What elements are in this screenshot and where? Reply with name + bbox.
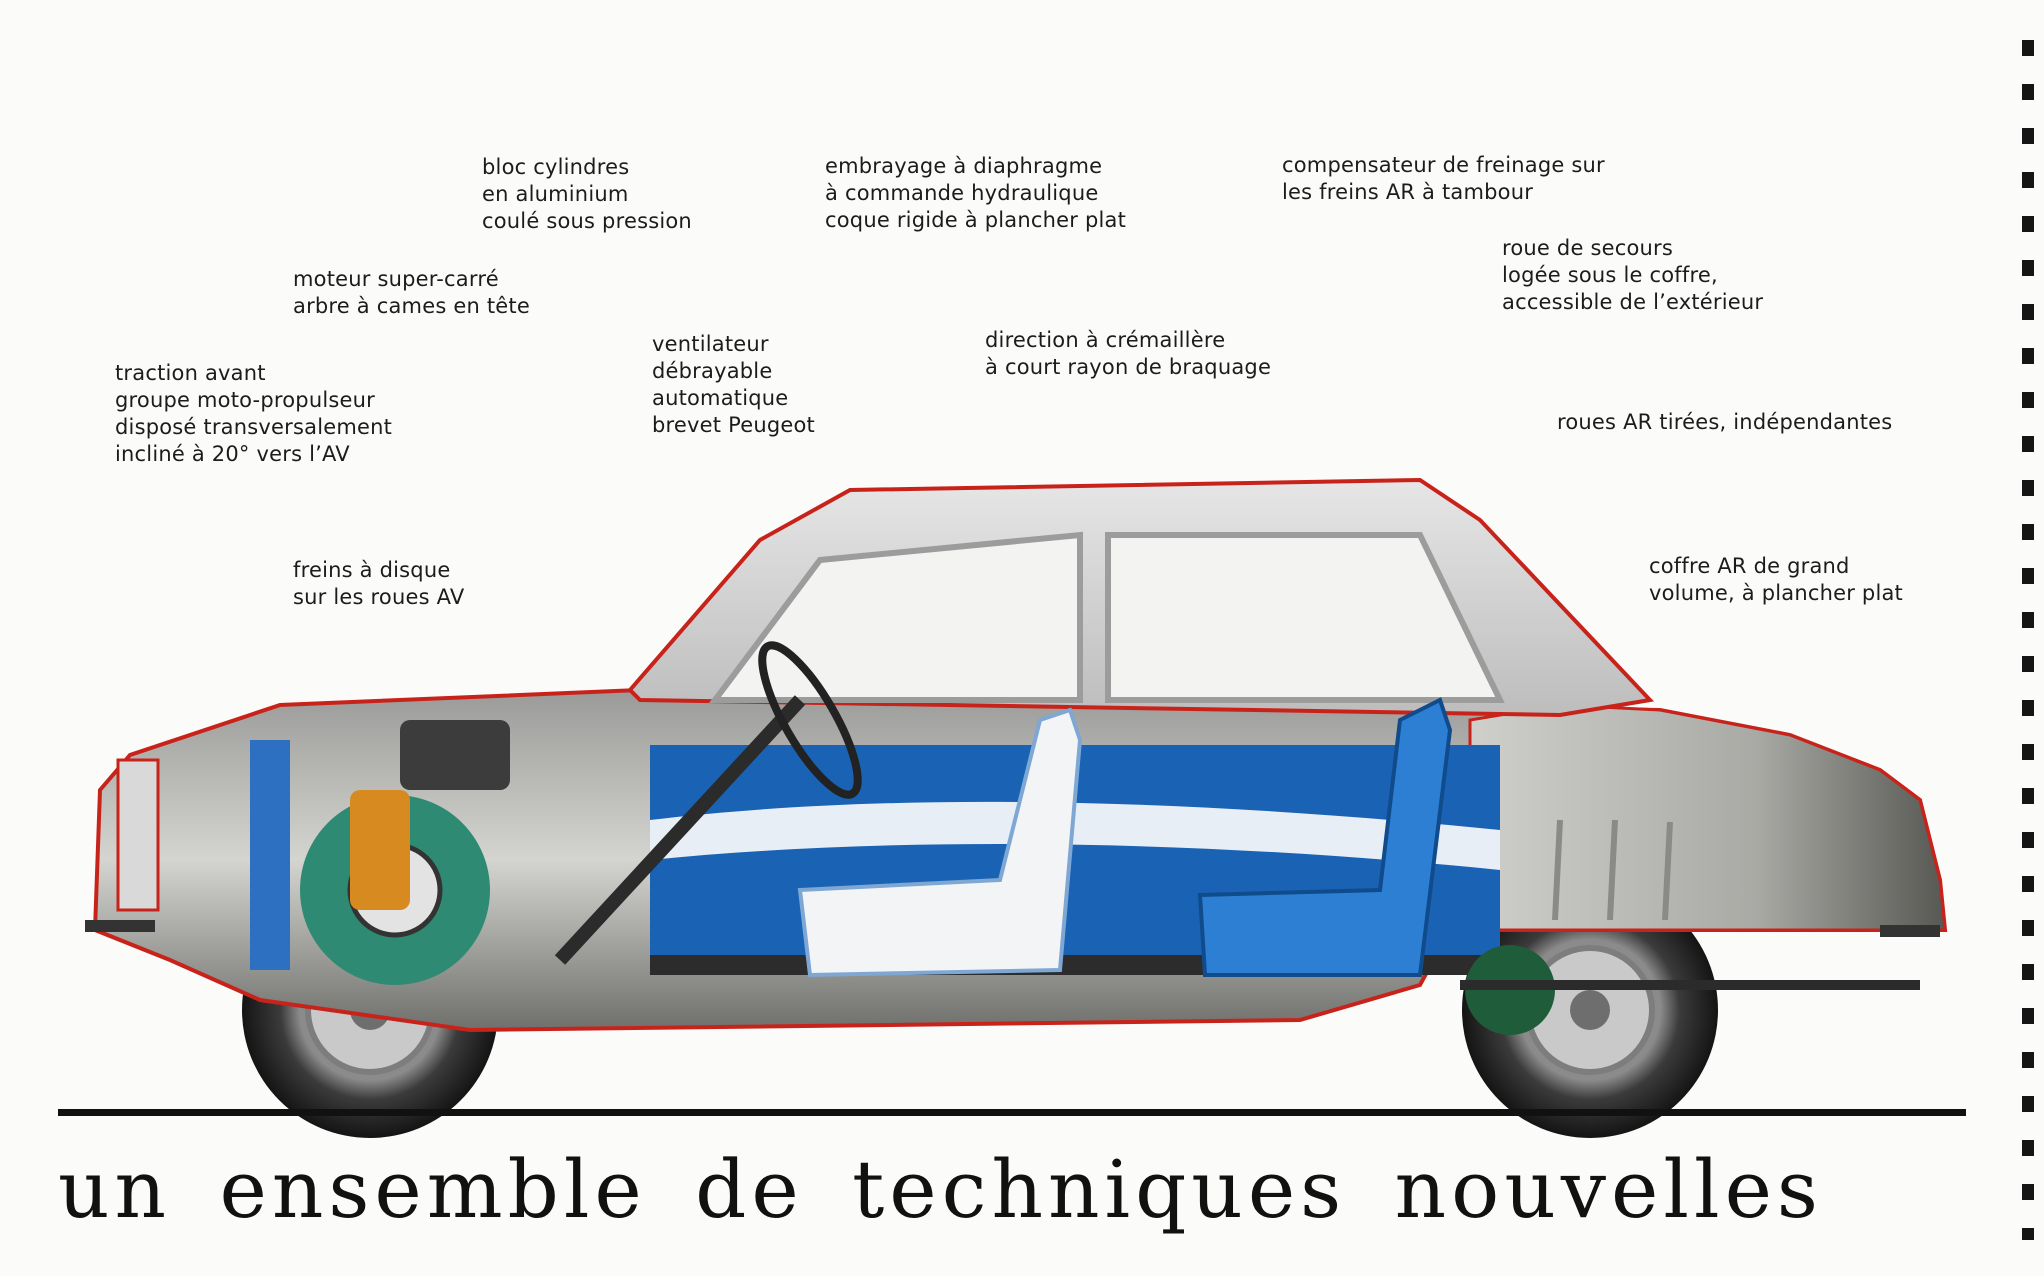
label-line: en aluminium: [482, 182, 629, 206]
label-compensateur: compensateur de freinage sur les freins …: [1282, 152, 1605, 206]
front-seat: [797, 707, 1083, 978]
label-embrayage: embrayage à diaphragme à commande hydrau…: [825, 153, 1126, 234]
label-line: moteur super-carré: [293, 267, 499, 291]
front-bumper: [85, 920, 155, 932]
side-windows: [709, 531, 1505, 703]
label-line: coulé sous pression: [482, 209, 692, 233]
label-line: automatique: [652, 386, 789, 410]
label-line: bloc cylindres: [482, 155, 630, 179]
label-direction: direction à crémaillère à court rayon de…: [985, 327, 1271, 381]
label-line: roues AR tirées, indépendantes: [1557, 410, 1893, 434]
label-line: à court rayon de braquage: [985, 355, 1272, 379]
rear-axle: [1460, 945, 1920, 1035]
label-line: direction à crémaillère: [985, 328, 1226, 352]
label-line: volume, à plancher plat: [1649, 581, 1903, 605]
label-line: débrayable: [652, 359, 773, 383]
label-line: compensateur de freinage sur: [1282, 153, 1605, 177]
label-line: les freins AR à tambour: [1282, 180, 1534, 204]
label-roues-ar: roues AR tirées, indépendantes: [1557, 409, 1892, 436]
boot-section: [1468, 703, 1947, 932]
label-line: groupe moto-propulseur: [115, 388, 375, 412]
label-line: coque rigide à plancher plat: [825, 208, 1127, 232]
label-line: freins à disque: [293, 558, 451, 582]
label-line: sur les roues AV: [293, 585, 465, 609]
label-line: arbre à cames en tête: [293, 294, 530, 318]
engine-assembly: [250, 720, 510, 985]
door-trim-white-stripe: [650, 801, 1500, 870]
label-bloc-cylindres: bloc cylindres en aluminium coulé sous p…: [482, 154, 692, 235]
rear-seat: [1197, 697, 1453, 977]
steering-column: [554, 641, 862, 965]
label-roue-secours: roue de secours logée sous le coffre, ac…: [1502, 235, 1763, 316]
label-line: traction avant: [115, 361, 266, 385]
label-line: coffre AR de grand: [1649, 554, 1850, 578]
label-line: à commande hydraulique: [825, 181, 1099, 205]
label-traction: traction avant groupe moto-propulseur di…: [115, 360, 392, 468]
label-line: roue de secours: [1502, 236, 1673, 260]
label-coffre: coffre AR de grand volume, à plancher pl…: [1649, 553, 1903, 607]
page-headline: un ensemble de techniques nouvelles: [58, 1143, 1823, 1236]
label-line: embrayage à diaphragme: [825, 154, 1103, 178]
label-moteur: moteur super-carré arbre à cames en tête: [293, 266, 530, 320]
label-line: disposé transversalement: [115, 415, 393, 439]
label-line: logée sous le coffre,: [1502, 263, 1718, 287]
boot-ribs: [1552, 819, 1673, 921]
label-line: accessible de l’extérieur: [1502, 290, 1764, 314]
label-line: brevet Peugeot: [652, 413, 815, 437]
spiral-binding: [2022, 40, 2034, 1240]
label-line: incliné à 20° vers l’AV: [115, 442, 350, 466]
label-line: ventilateur: [652, 332, 769, 356]
label-ventilateur: ventilateur débrayable automatique breve…: [652, 331, 815, 439]
front-grille: [116, 758, 160, 912]
rear-bumper: [1880, 925, 1940, 937]
ground-line: [58, 1109, 1966, 1116]
label-freins: freins à disque sur les roues AV: [293, 557, 464, 611]
rear-wheel: [1462, 882, 1718, 1138]
